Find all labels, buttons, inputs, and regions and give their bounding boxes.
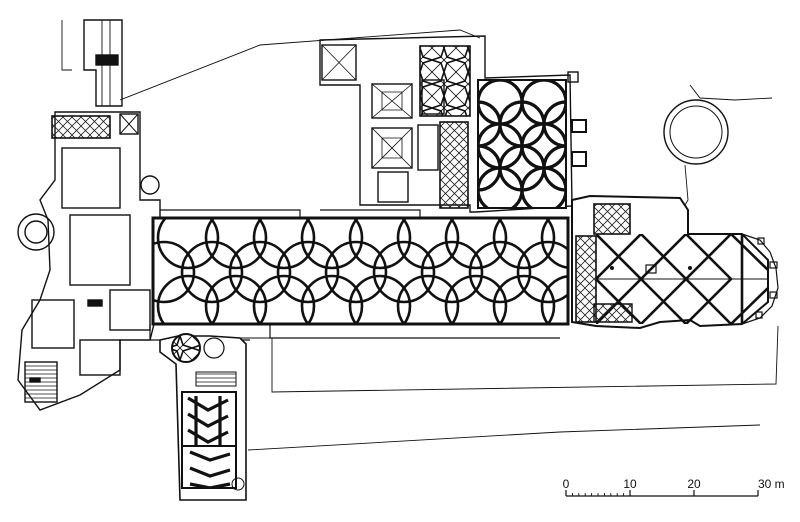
site-outline [119, 29, 779, 451]
scale-bar: 0 10 20 30 m [563, 477, 785, 497]
south-wing [159, 333, 247, 501]
east-chapel [571, 194, 779, 330]
round-tower [663, 99, 729, 165]
west-wing [17, 19, 161, 411]
great-hall [149, 209, 570, 341]
scale-label-20: 20 [687, 477, 701, 491]
scale-label-10: 10 [623, 477, 637, 491]
scale-label-0: 0 [563, 477, 570, 491]
north-rooms [319, 35, 587, 213]
scale-bar-ticks [565, 490, 759, 496]
scale-bar-minor-ticks [571, 493, 625, 496]
scale-label-30: 30 m [758, 477, 785, 491]
north-vaulted-hall [477, 79, 567, 209]
